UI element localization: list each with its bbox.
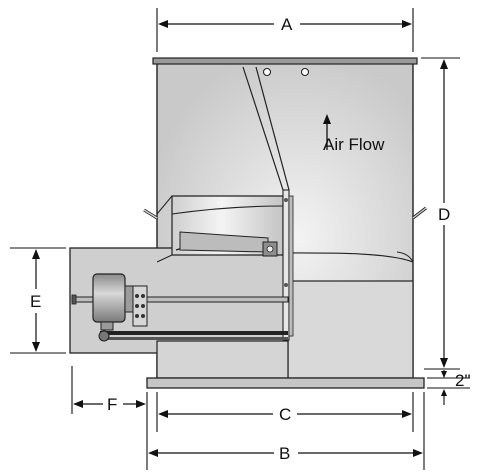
dimension-d: D — [421, 57, 460, 370]
motor — [92, 273, 148, 331]
dimension-a: A — [156, 8, 414, 52]
dimension-a-label: A — [281, 15, 293, 34]
dimension-e-label: E — [30, 292, 41, 311]
fan-wheel-assembly — [156, 195, 414, 263]
drive-belt — [98, 330, 288, 342]
drive-shaft — [71, 294, 289, 305]
bearing-plate — [282, 189, 294, 341]
latch-left — [143, 208, 158, 220]
dimension-f: F — [71, 366, 148, 470]
dimension-b-label: B — [279, 444, 290, 463]
dimension-c-label: C — [279, 405, 291, 424]
damper-blade — [242, 66, 310, 197]
dimension-e: E — [10, 247, 66, 354]
airflow-label: Air Flow — [323, 135, 385, 154]
dimension-base-height: 2" — [427, 370, 471, 405]
latch-right — [412, 206, 427, 220]
dimension-f-label: F — [107, 395, 117, 414]
airflow-indicator: Air Flow — [323, 114, 385, 154]
dimension-b: B — [148, 392, 425, 470]
dimension-base-height-label: 2" — [455, 371, 471, 390]
dimension-c: C — [156, 392, 414, 432]
dimension-d-label: D — [438, 205, 450, 224]
